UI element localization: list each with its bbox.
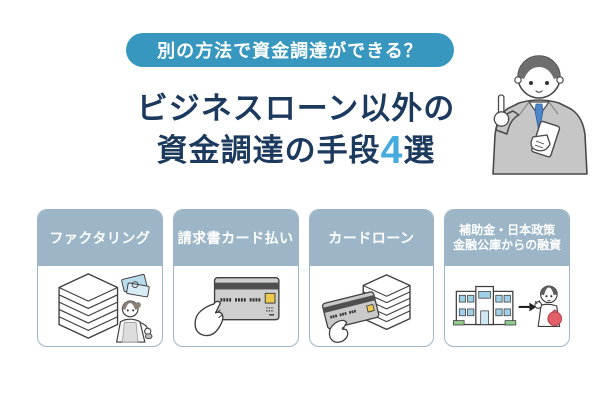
invoice-stack-and-owner-icon [58,273,153,343]
card-invoice-card-payment-title: 請求書カード払い [177,230,294,246]
card-subsidy-loan-title-line1: 補助金・日本政策 [459,223,556,237]
card-card-loan-title: カードローン [328,230,415,246]
catchphrase-badge: 別の方法で資金調達ができる？ [126,33,454,67]
page-title: ビジネスローン以外の 資金調達の手段4選 [0,88,592,172]
card-card-loan-header: カードローン [309,210,434,266]
title-line2: 資金調達の手段4選 [156,129,436,172]
card-card-loan: カードローン [308,209,435,347]
card-factoring-title: ファクタリング [49,230,151,246]
card-subsidy-loan: 補助金・日本政策 金融公庫からの融資 [444,209,570,347]
catchphrase-text: 別の方法で資金調達ができる？ [157,41,423,61]
bank-to-borrower-icon [453,285,563,328]
card-invoice-card-payment-header: 請求書カード払い [173,210,298,266]
card-invoice-card-payment: 請求書カード払い [172,209,299,347]
method-cards-row: ファクタリング [37,209,570,347]
title-line1: ビジネスローン以外の [136,91,456,126]
card-subsidy-loan-header: 補助金・日本政策 金融公庫からの融資 [445,210,569,266]
hand-holding-credit-card-icon [194,277,280,337]
card-factoring: ファクタリング [37,209,163,347]
title-count: 4 [380,129,404,172]
credit-card-and-bill-stack-icon [322,274,412,343]
card-card-loan-body [310,266,434,346]
card-subsidy-loan-body [445,266,569,346]
card-factoring-header: ファクタリング [38,210,162,266]
card-invoice-card-payment-body [174,266,298,346]
card-subsidy-loan-title-line2: 金融公庫からの融資 [453,238,562,252]
card-factoring-body [38,266,162,346]
businessman-pointing-up-icon [483,53,598,175]
